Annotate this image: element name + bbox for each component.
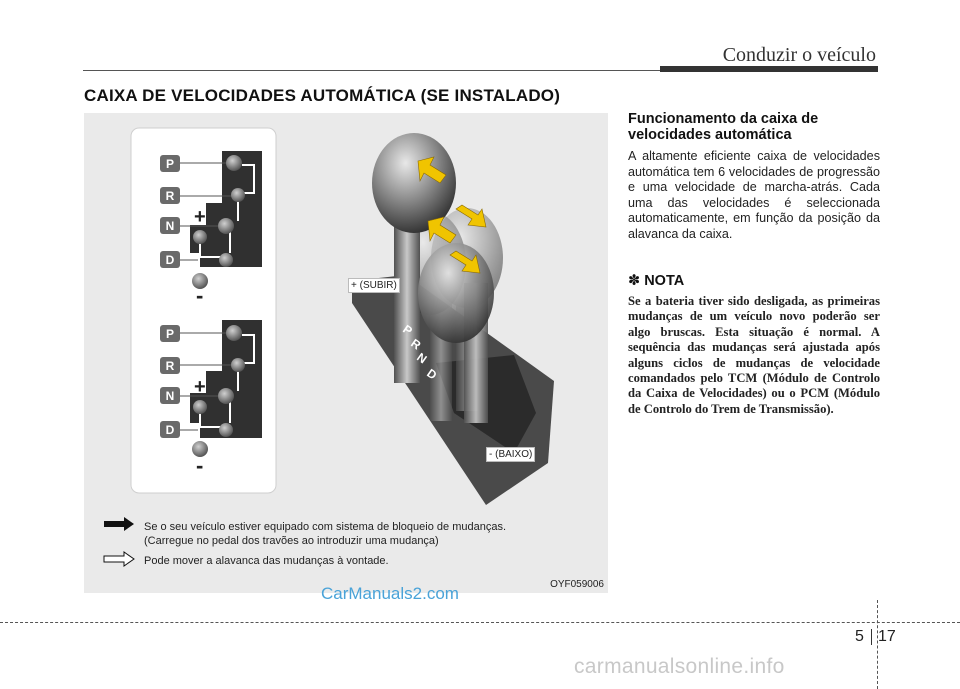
gate2-knob-r bbox=[231, 358, 245, 372]
content-heading: Funcionamento da caixa de velocidades au… bbox=[628, 111, 819, 143]
page-number: 17 bbox=[878, 628, 896, 645]
gate2-label-n: N bbox=[166, 389, 175, 403]
gate2-knob-left bbox=[193, 400, 207, 414]
direction-arrows bbox=[417, 156, 487, 274]
caption-free-line: Pode mover a alavanca das mudanças à von… bbox=[144, 555, 389, 567]
caption-lock-line1: Se o seu veículo estiver equipado com si… bbox=[144, 521, 506, 533]
lever-label-up: + (SUBIR) bbox=[348, 278, 400, 293]
gate1-plus: + bbox=[194, 206, 206, 228]
gate1-label-r: R bbox=[166, 189, 175, 203]
gate2-plus: + bbox=[194, 376, 206, 398]
gate-shape-top bbox=[190, 151, 262, 267]
gate2-label-r: R bbox=[166, 359, 175, 373]
caption-lock-line2: (Carregue no pedal dos travões ao introd… bbox=[144, 535, 439, 547]
header-title: Conduzir o veículo bbox=[722, 44, 876, 66]
gate2-label-p: P bbox=[166, 327, 174, 341]
gate-knob-d2 bbox=[219, 253, 233, 267]
figure-code: OYF059006 bbox=[550, 579, 604, 590]
gate2-knob-n bbox=[218, 388, 234, 404]
gate1-label-p: P bbox=[166, 157, 174, 171]
gear-lever bbox=[372, 133, 494, 423]
free-arrow-icon bbox=[103, 551, 135, 567]
gate-knob-n bbox=[218, 218, 234, 234]
gate1-label-d: D bbox=[166, 253, 175, 267]
gate-knob-d bbox=[192, 273, 208, 289]
gate1-minus: - bbox=[196, 283, 203, 308]
note-title: NOTA bbox=[644, 273, 685, 289]
gate2-knob-d2 bbox=[219, 423, 233, 437]
chapter-number: 5 bbox=[855, 628, 864, 645]
gate2-label-d: D bbox=[166, 423, 175, 437]
note-text: Se a bateria tiver sido desligada, as pr… bbox=[628, 294, 880, 416]
gate-knob-left bbox=[193, 230, 207, 244]
footer-site: carmanualsonline.info bbox=[574, 655, 785, 678]
gate2-knob-d bbox=[192, 441, 208, 457]
footer-line bbox=[0, 622, 960, 623]
lever-label-down: - (BAIXO) bbox=[486, 447, 536, 462]
section-title: CAIXA DE VELOCIDADES AUTOMÁTICA (SE INST… bbox=[84, 86, 561, 105]
watermark-link[interactable]: CarManuals2.com bbox=[321, 584, 459, 603]
note-heading: ✽ NOTA bbox=[628, 273, 684, 289]
gate-knob-r bbox=[231, 188, 245, 202]
content-paragraph: A altamente eficiente caixa de velocidad… bbox=[628, 149, 880, 241]
asterisk-icon: ✽ bbox=[628, 273, 641, 289]
header-rule-left bbox=[83, 70, 660, 71]
gate2-minus: - bbox=[196, 453, 203, 478]
gear-shift-figure: P R N D + - bbox=[84, 113, 608, 593]
gate2-knob-p bbox=[226, 325, 242, 341]
gate-shape-bottom bbox=[190, 320, 262, 438]
header-rule-right bbox=[660, 66, 878, 72]
gate1-badges bbox=[160, 155, 180, 268]
footer-vertical-line bbox=[877, 600, 878, 689]
gate-knob-p bbox=[226, 155, 242, 171]
gate1-label-n: N bbox=[166, 219, 175, 233]
lock-arrow-icon bbox=[104, 517, 134, 531]
page-separator bbox=[871, 629, 872, 645]
gate2-badges bbox=[160, 325, 180, 438]
